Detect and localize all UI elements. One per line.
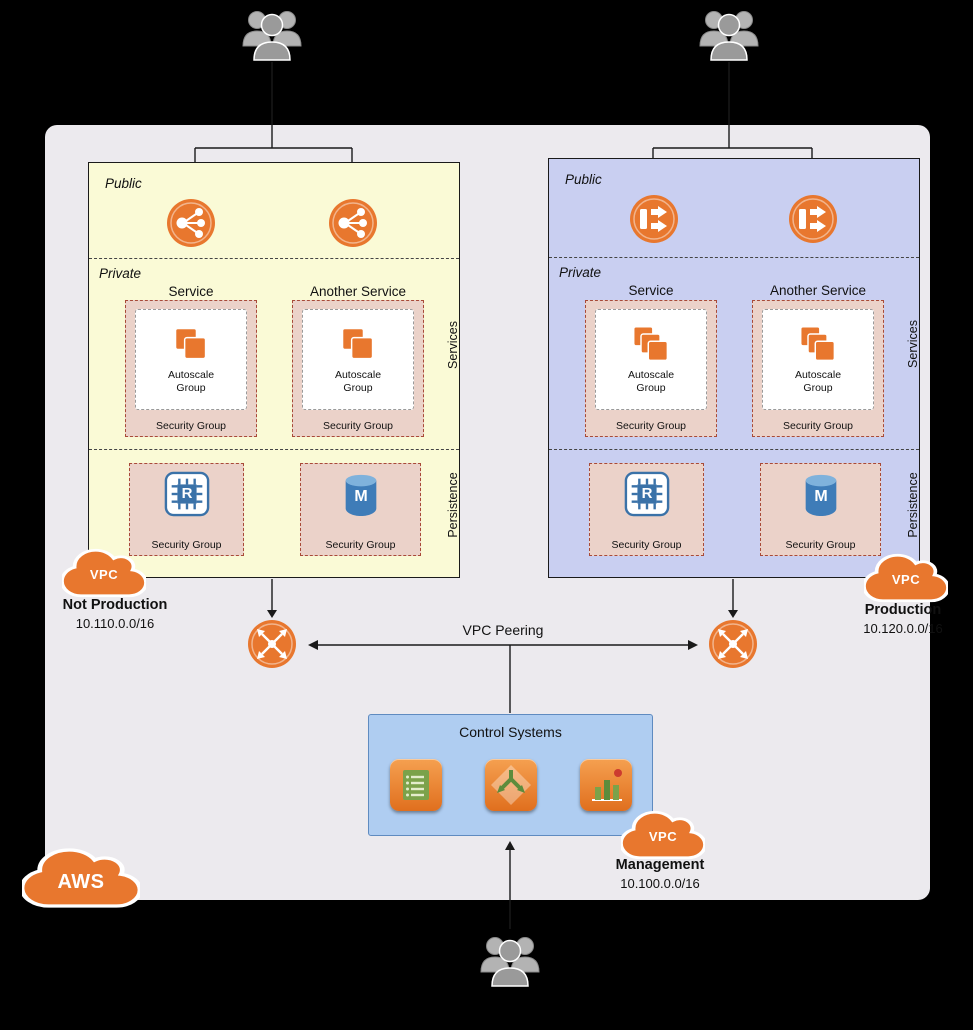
load-balancer-icon — [630, 195, 678, 243]
vpc-peering-router-icon — [709, 620, 757, 668]
another-service-title: Another Service — [309, 284, 407, 299]
security-group-label: Security Group — [785, 539, 856, 551]
security-group-label: Security Group — [155, 420, 227, 432]
database-cylinder-icon: M — [338, 471, 384, 517]
autoscale-group-box: Autoscale Group — [302, 309, 414, 410]
private-zone-label: Private — [559, 265, 602, 280]
aws-cloud-icon: AWS — [22, 846, 140, 910]
private-zone-label: Private — [99, 266, 142, 281]
cache-letter: R — [181, 485, 193, 502]
services-band-label: Services — [446, 321, 460, 369]
another-service-title: Another Service — [769, 283, 867, 298]
vpc-cidr: 10.100.0.0/16 — [620, 876, 700, 891]
security-group-label: Security Group — [615, 420, 687, 432]
autoscale-group-label: Autoscale Group — [167, 368, 215, 394]
elasticache-chip-icon: R — [624, 471, 670, 517]
list-glyph — [403, 770, 429, 800]
instances-stack-icon — [171, 324, 211, 364]
service-title: Service — [168, 284, 214, 299]
instances-stack-icon — [631, 324, 671, 364]
vpc-not-production: Public Private Service Another Service A… — [88, 162, 460, 578]
vpc-cidr: 10.120.0.0/16 — [863, 621, 943, 636]
security-group-label: Security Group — [322, 420, 394, 432]
security-group-database: M Security Group — [760, 463, 881, 556]
security-group-service: Autoscale Group Security Group — [125, 300, 257, 437]
vpc-cloud-icon: VPC — [864, 552, 948, 604]
public-zone-label: Public — [105, 176, 142, 191]
security-group-another-service: Autoscale Group Security Group — [292, 300, 424, 437]
vpc-badge: VPC — [891, 572, 921, 587]
vpc-name: Production — [864, 602, 942, 618]
vpc-peering-label: VPC Peering — [462, 622, 544, 638]
security-group-cache: R Security Group — [129, 463, 244, 556]
load-balancer-icon — [329, 199, 377, 247]
vpc-name: Not Production — [62, 597, 168, 613]
aws-label: AWS — [57, 871, 105, 893]
control-systems-title: Control Systems — [459, 724, 562, 740]
db-letter: M — [354, 488, 368, 505]
users-icon — [697, 6, 761, 62]
db-letter: M — [814, 488, 828, 505]
autoscale-group-box: Autoscale Group — [595, 309, 707, 410]
service-title: Service — [628, 283, 674, 298]
instances-stack-icon — [798, 324, 838, 364]
vpc-cloud-icon: VPC — [621, 809, 705, 861]
management-vpc-caption: Management 10.100.0.0/16 — [585, 857, 735, 891]
vpc-badge: VPC — [648, 829, 678, 844]
workflow-arrows-icon — [485, 759, 537, 811]
services-persistence-divider — [89, 449, 459, 450]
services-persistence-divider — [549, 449, 919, 450]
security-group-label: Security Group — [611, 539, 682, 551]
list-icon — [390, 759, 442, 811]
load-balancer-icon — [167, 199, 215, 247]
security-group-label: Security Group — [151, 539, 222, 551]
monitoring-chart-icon — [580, 759, 632, 811]
public-zone-label: Public — [565, 172, 602, 187]
database-cylinder-icon: M — [798, 471, 844, 517]
control-systems-box: Control Systems — [368, 714, 653, 836]
elasticache-chip-icon: R — [164, 471, 210, 517]
autoscale-group-label: Autoscale Group — [627, 368, 675, 394]
users-icon — [240, 6, 304, 62]
persistence-band-label: Persistence — [906, 472, 920, 538]
users-icon — [478, 932, 542, 988]
security-group-database: M Security Group — [300, 463, 421, 556]
cache-letter: R — [641, 485, 653, 502]
left-vpc-caption: Not Production 10.110.0.0/16 — [40, 597, 190, 631]
security-group-label: Security Group — [325, 539, 396, 551]
autoscale-group-label: Autoscale Group — [794, 368, 842, 394]
vpc-name: Management — [615, 857, 705, 873]
autoscale-group-box: Autoscale Group — [135, 309, 247, 410]
instances-stack-icon — [338, 324, 378, 364]
load-balancer-icon — [789, 195, 837, 243]
workflow-glyph — [491, 765, 531, 805]
vpc-cloud-icon: VPC — [62, 547, 146, 599]
autoscale-group-label: Autoscale Group — [334, 368, 382, 394]
security-group-label: Security Group — [782, 420, 854, 432]
vpc-badge: VPC — [89, 567, 119, 582]
public-private-divider — [89, 258, 459, 259]
chart-glyph — [592, 769, 622, 801]
vpc-peering-router-icon — [248, 620, 296, 668]
vpc-production: Public Private Service Another Service A… — [548, 158, 920, 578]
autoscale-group-box: Autoscale Group — [762, 309, 874, 410]
services-band-label: Services — [906, 320, 920, 368]
vpc-cidr: 10.110.0.0/16 — [75, 616, 155, 631]
security-group-cache: R Security Group — [589, 463, 704, 556]
public-private-divider — [549, 257, 919, 258]
right-vpc-caption: Production 10.120.0.0/16 — [828, 602, 973, 636]
security-group-service: Autoscale Group Security Group — [585, 300, 717, 437]
persistence-band-label: Persistence — [446, 472, 460, 538]
security-group-another-service: Autoscale Group Security Group — [752, 300, 884, 437]
